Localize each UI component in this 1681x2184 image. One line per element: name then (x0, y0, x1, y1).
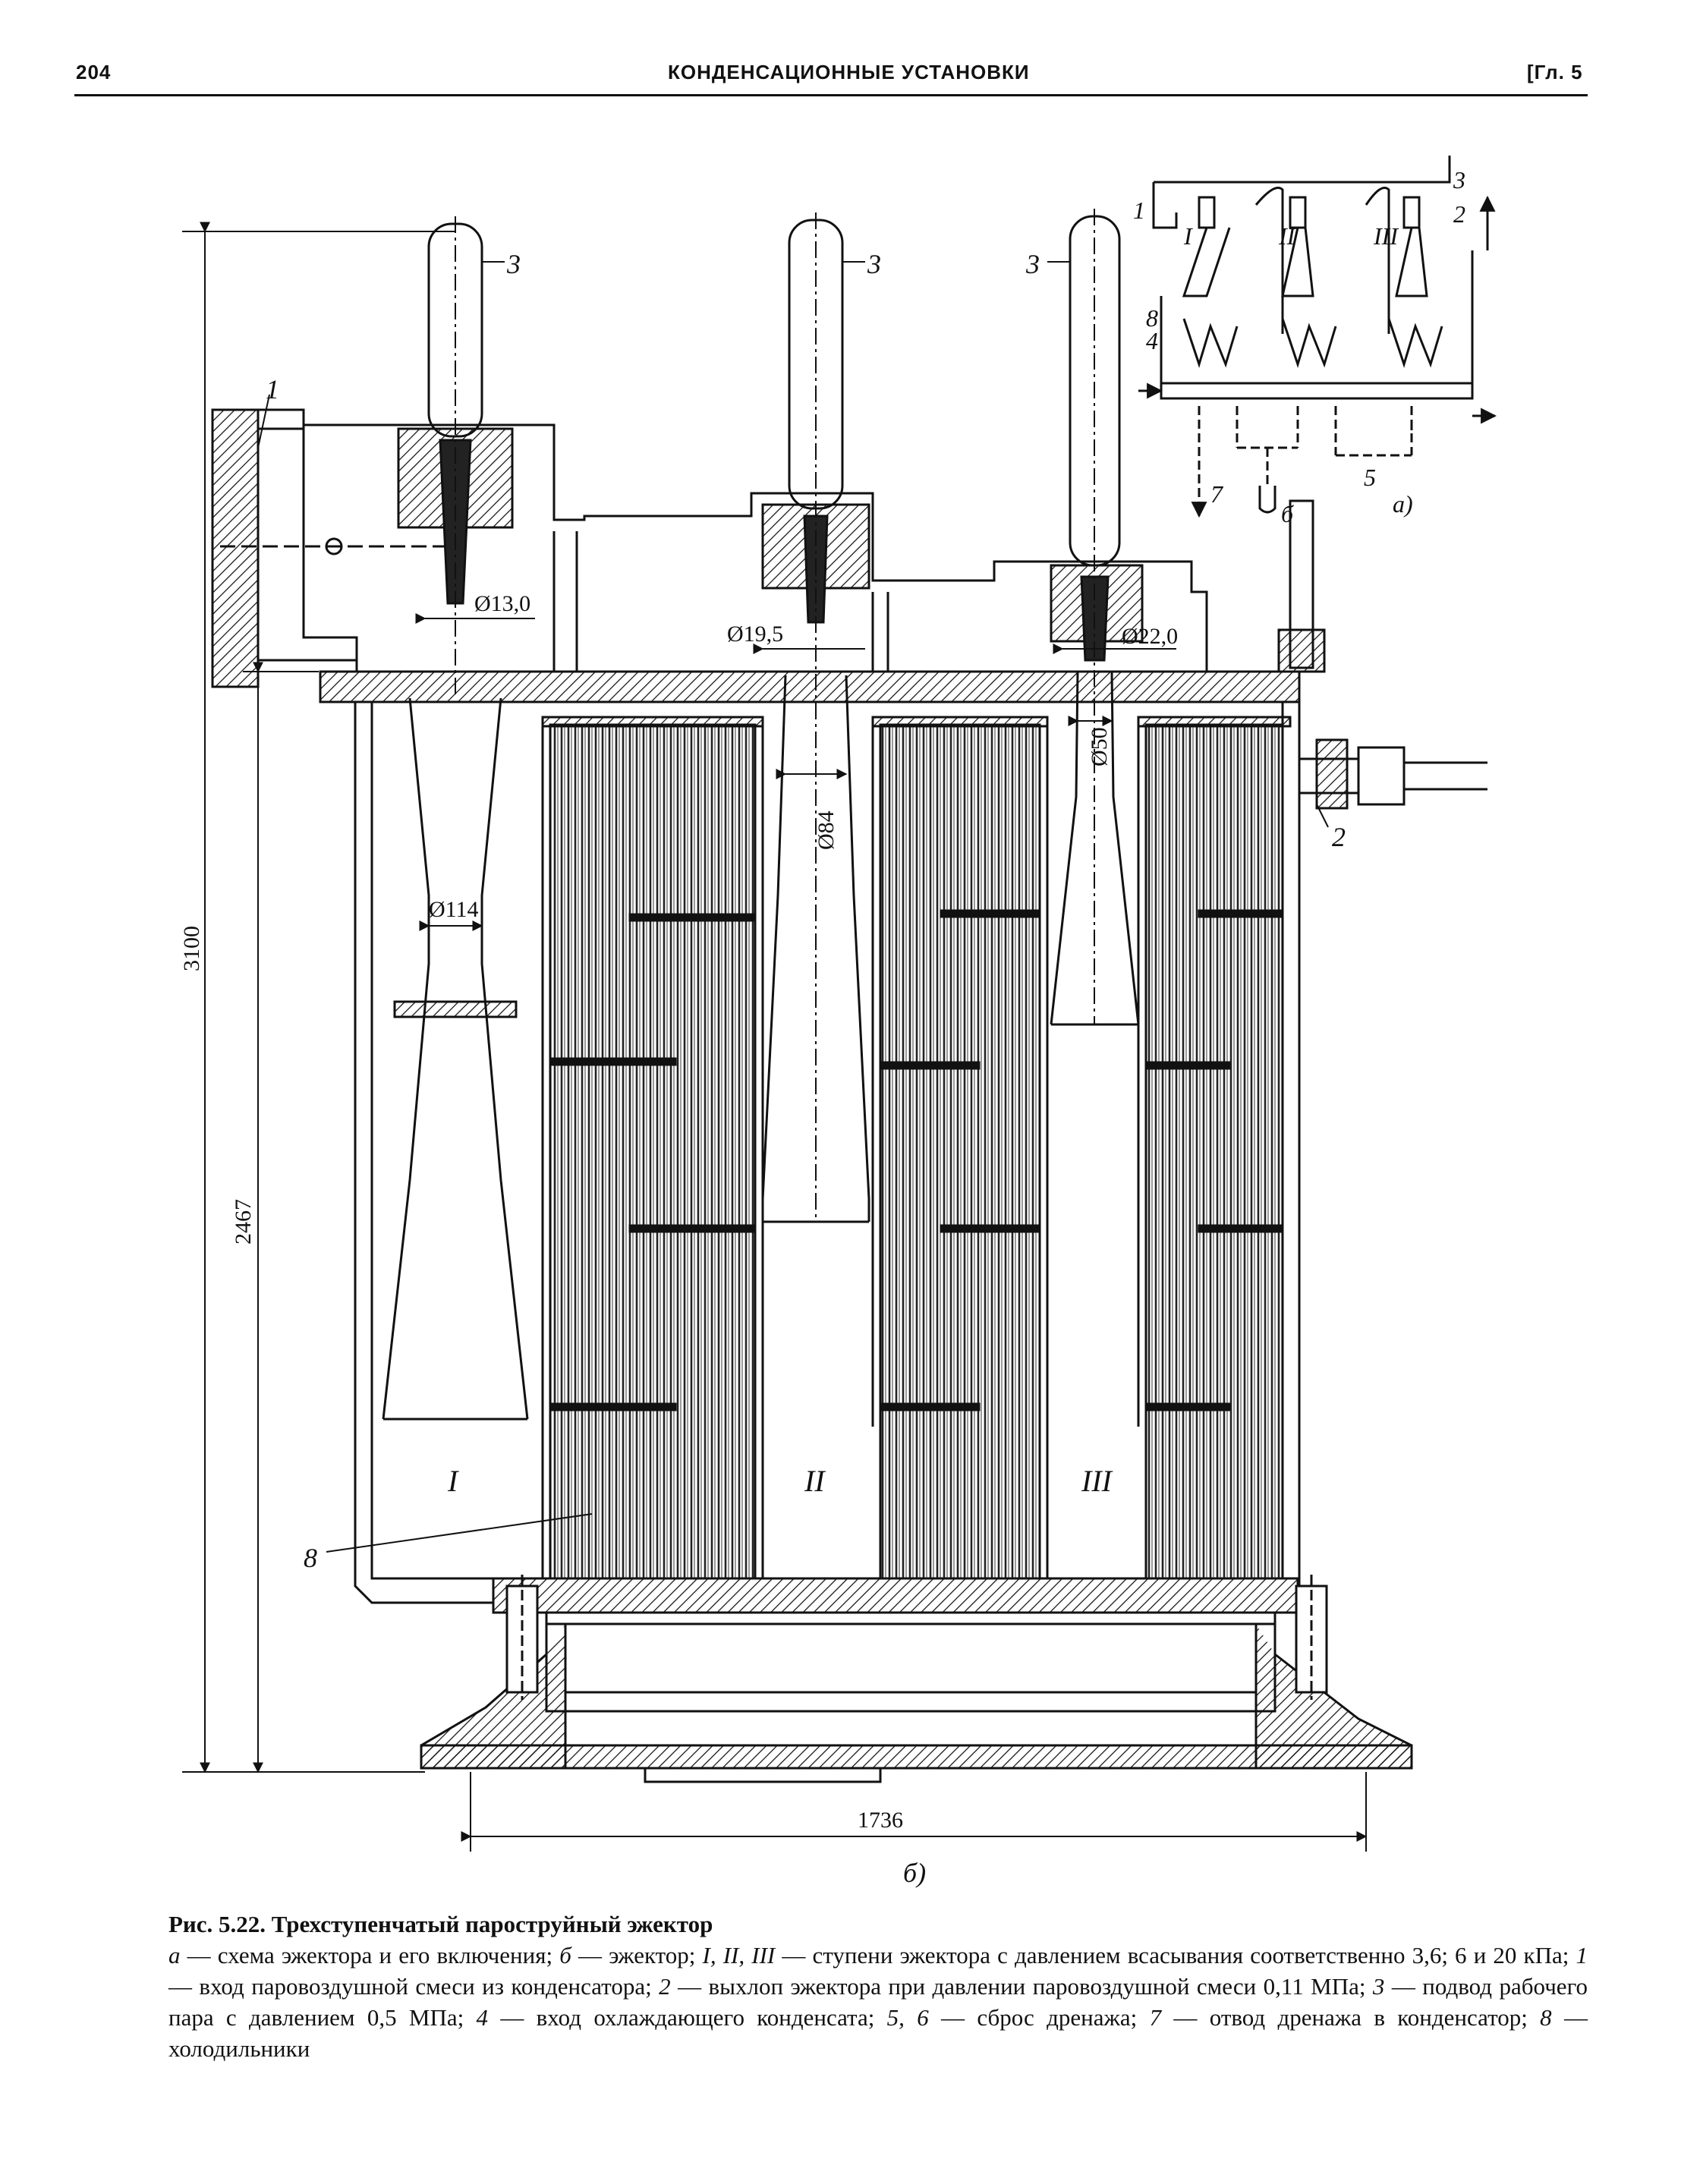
callout-3-stage1: 3 (506, 249, 521, 279)
chapter-marker: [Гл. 5 (1527, 61, 1583, 83)
callout-1-scheme: 1 (1133, 197, 1145, 224)
caption-segment: — схема эжектора и его включения; (180, 1942, 560, 1968)
cooler-3 (1137, 716, 1292, 1580)
callout-8-scheme: 8 (1146, 304, 1158, 332)
callout-8-main: 8 (304, 1543, 317, 1573)
scheme-stage-2: II (1278, 222, 1296, 250)
caption-segment: 5, 6 (886, 2004, 929, 2031)
callout-7-scheme: 7 (1210, 480, 1224, 508)
caption-segment: — сброс дренажа; (928, 2004, 1150, 2031)
inset-scheme (1138, 156, 1497, 518)
main-view-label: б) (903, 1858, 926, 1888)
dim-nozzle-3: Ø22,0 (1122, 624, 1178, 649)
dim-nozzle-2: Ø19,5 (727, 622, 783, 647)
running-title: КОНДЕНСАЦИОННЫЕ УСТАНОВКИ (668, 61, 1030, 83)
callout-5-scheme: 5 (1364, 464, 1376, 491)
caption-segment: — подвод рабочего пара с давлением 0,5 М… (168, 1973, 1588, 2031)
exhaust-fitting (1277, 499, 1487, 810)
scheme-stage-1: I (1183, 222, 1193, 250)
stage-label-2: II (804, 1464, 826, 1498)
caption-segment: а (168, 1942, 181, 1968)
dim-nozzle-1: Ø13,0 (474, 591, 530, 616)
callout-2-main: 2 (1332, 822, 1346, 852)
caption-segment: 4 (476, 2004, 489, 2031)
callout-3-scheme: 3 (1453, 166, 1465, 194)
caption-segment: — эжектор; (571, 1942, 703, 1968)
dim-inner-height: 2467 (231, 1199, 256, 1245)
caption-segment: 7 (1149, 2004, 1162, 2031)
caption-body: а — схема эжектора и его включения; б — … (168, 1940, 1588, 2064)
callout-6-scheme: б (1281, 500, 1294, 527)
dim-throat-2: Ø84 (814, 810, 839, 850)
cooler-2 (871, 716, 1049, 1580)
scheme-stage-3: III (1373, 222, 1399, 250)
dim-overall-height: 3100 (179, 926, 204, 971)
dim-overall-width: 1736 (858, 1808, 903, 1833)
callout-2-scheme: 2 (1453, 200, 1465, 228)
caption-segment: I, II, III (702, 1942, 776, 1968)
callout-1-main: 1 (266, 374, 279, 404)
cooler-1 (541, 716, 764, 1580)
callout-3-stage2: 3 (867, 249, 881, 279)
dim-throat-1: Ø114 (429, 897, 479, 922)
page-number: 204 (76, 61, 112, 83)
caption-segment: 3 (1372, 1973, 1385, 2000)
caption-segment: — вход паровоздушной смеси из конденсато… (168, 1973, 659, 2000)
caption-segment: — холодильники (168, 2004, 1588, 2062)
stage-2-ejector (761, 212, 870, 1223)
inlet-chamber (211, 408, 1208, 688)
dim-throat-3: Ø50 (1087, 727, 1112, 766)
scheme-label: а) (1393, 490, 1413, 518)
dimension-lines (182, 222, 1368, 1852)
leader-lines (257, 261, 1329, 1553)
ejector-shell (319, 670, 1413, 1783)
caption-segment: — вход охлаждающего конденсата; (488, 2004, 887, 2031)
caption-segment: — ступени эжектора с давлением всасывани… (775, 1942, 1576, 1968)
stage-1-ejector (382, 216, 529, 1421)
stage-label-3: III (1081, 1464, 1113, 1498)
caption-segment: б (559, 1942, 571, 1968)
caption-segment: — отвод дренажа в конденсатор; (1161, 2004, 1541, 2031)
callout-3-stage3: 3 (1025, 249, 1040, 279)
caption-segment: 1 (1576, 1942, 1588, 1968)
stage-label-1: I (447, 1464, 459, 1498)
caption-segment: 2 (659, 1973, 671, 2000)
caption-segment: 8 (1540, 2004, 1552, 2031)
callout-4-scheme: 4 (1146, 327, 1158, 354)
caption-segment: — выхлоп эжектора при давлении паровозду… (670, 1973, 1373, 2000)
figure-caption: Рис. 5.22. Трехступенчатый пароструйный … (168, 1909, 1588, 2064)
caption-title: Рис. 5.22. Трехступенчатый пароструйный … (168, 1911, 713, 1937)
header-rule (74, 94, 1588, 96)
stage-3-ejector (1050, 209, 1144, 1026)
